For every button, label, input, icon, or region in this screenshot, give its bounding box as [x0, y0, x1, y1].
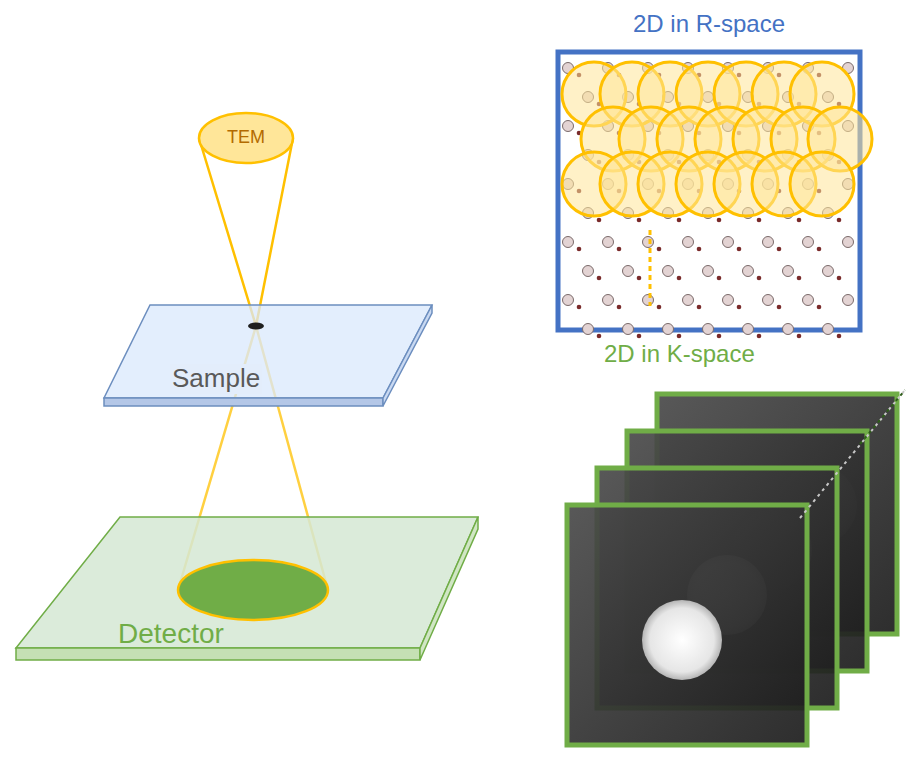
real-space-panel: 2D in R-space [550, 8, 868, 338]
detector-plate: Detector [14, 514, 482, 664]
sample-plate: Sample [100, 302, 436, 410]
k-space-stack-outline [560, 338, 912, 754]
detector-plate-outline [14, 514, 482, 664]
node-label: Detector [118, 618, 224, 650]
node-label: TEM [196, 127, 296, 148]
real-space-panel-outline [550, 8, 868, 338]
beam-cone [199, 138, 293, 326]
node-label: 2D in R-space [550, 10, 868, 38]
k-space-stack: 2D in K-space [560, 338, 912, 754]
node-label: 2D in K-space [604, 340, 755, 368]
tem-source: TEM [196, 110, 296, 166]
sample-plate-outline [100, 302, 436, 410]
node-label: Sample [170, 364, 262, 394]
